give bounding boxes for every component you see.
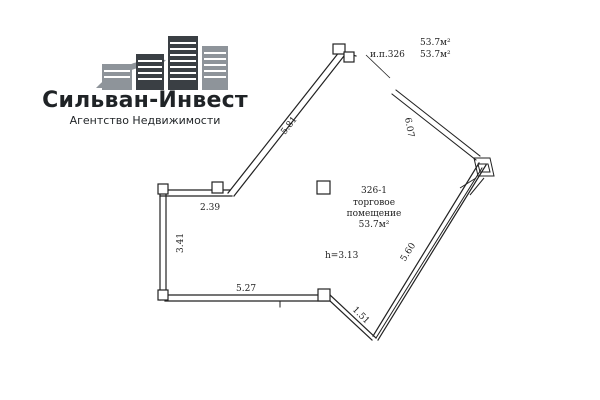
buildings-logo-icon	[96, 36, 228, 90]
dim-5-81: 5.81	[279, 115, 299, 137]
brand-subtitle: Агентство Недвижимости	[69, 114, 221, 127]
brand-name: Сильван-Инвест	[42, 88, 248, 113]
dim-3-41: 3.41	[176, 233, 186, 253]
room-type-line2: помещение	[347, 209, 402, 219]
leader-line	[365, 54, 391, 79]
dim-6-07: 6.07	[402, 117, 415, 139]
ceiling-height: h=3.13	[325, 251, 359, 261]
column-top	[332, 43, 346, 55]
dim-5-27: 5.27	[236, 284, 256, 294]
column-top-left	[211, 181, 224, 194]
dim-5-60: 5.60	[399, 241, 418, 264]
area-total-1: 53.7м²	[420, 38, 451, 48]
walls	[159, 50, 487, 341]
columns	[157, 43, 355, 302]
column-bottom	[317, 288, 331, 302]
column-center	[316, 180, 331, 195]
area-total-2: 53.7м²	[420, 50, 451, 60]
room-type-line1: торговое	[353, 198, 395, 208]
column-left-top	[157, 183, 169, 195]
company-logo: Сильван-Инвест Агентство Недвижимости	[40, 34, 260, 127]
corner-detail	[459, 157, 495, 196]
dim-2-39: 2.39	[200, 203, 220, 213]
column-left-bottom	[157, 289, 169, 301]
building-ref: и.п.326	[370, 50, 405, 60]
room-id: 326-1	[361, 186, 387, 196]
column-top-right	[343, 51, 355, 63]
room-area: 53.7м²	[359, 220, 390, 230]
